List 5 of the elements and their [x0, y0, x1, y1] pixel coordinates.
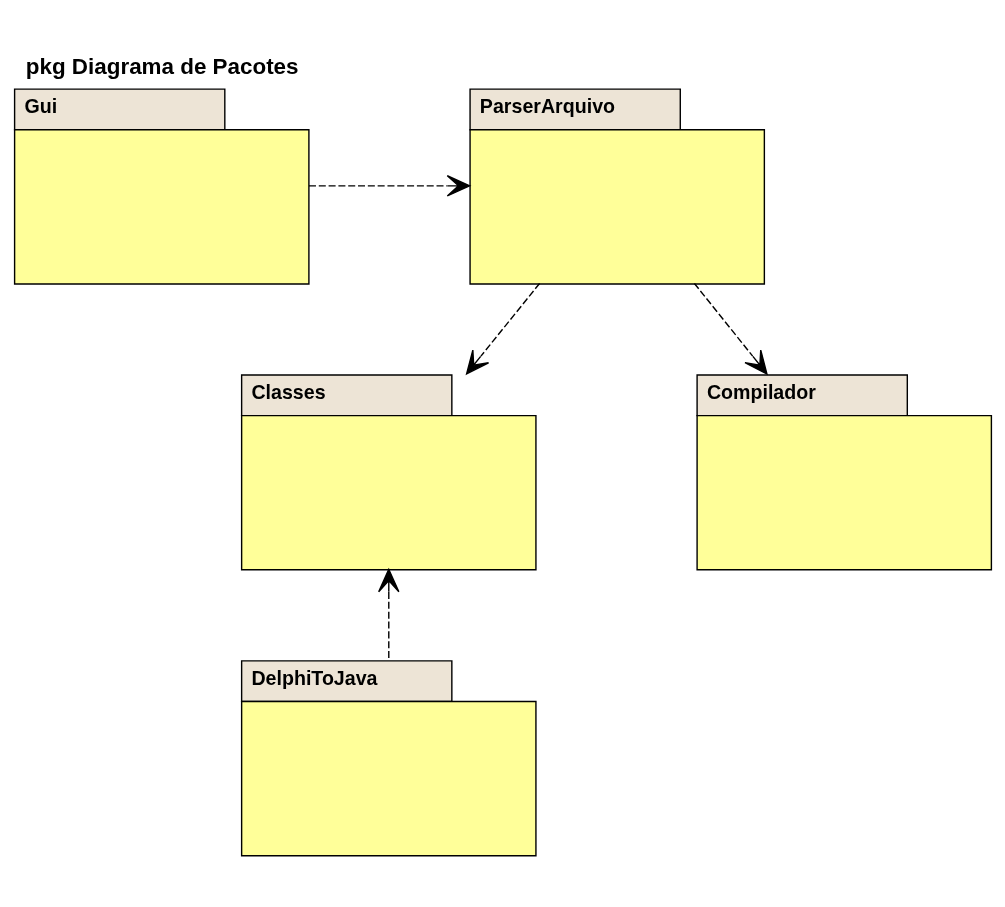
diagram-title: pkg Diagrama de Pacotes — [25, 54, 299, 80]
arrow — [465, 282, 540, 375]
arrow — [693, 282, 768, 375]
arrow — [377, 568, 400, 661]
arrow — [307, 175, 470, 197]
